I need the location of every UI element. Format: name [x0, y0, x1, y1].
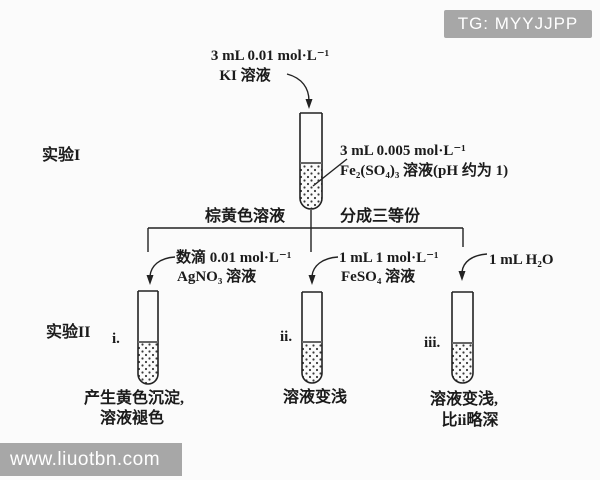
arrow-h2o-to-tube-iii-icon	[458, 253, 488, 281]
test-tube-main	[299, 112, 323, 210]
branch-ii-reagent-amount: 1 mL 1 mol·L⁻¹	[339, 250, 439, 266]
result-i-line2: 溶液褪色	[99, 410, 165, 427]
experiment1-label: 实验I	[42, 147, 81, 164]
intermediate-result-label: 棕黄色溶液	[204, 208, 286, 225]
reagent-ki-amount: 3 mL 0.01 mol·L⁻¹	[210, 48, 330, 64]
watermark-top-right: TG: MYYJJPP	[444, 10, 592, 38]
arrow-feso4-to-tube-ii-icon	[308, 256, 339, 285]
arrow-agno3-to-tube-i-icon	[146, 256, 176, 285]
experiment2-label: 实验II	[46, 324, 91, 341]
branch-ii-reagent-name: FeSO₄ 溶液	[341, 269, 416, 285]
tube-i-label: i.	[112, 331, 120, 347]
result-i-line1: 产生黄色沉淀,	[83, 390, 185, 407]
result-iii-line2: 比ii略深	[441, 412, 499, 429]
branch-i-reagent-name: AgNO₃ 溶液	[177, 269, 257, 285]
result-ii-line1: 溶液变浅	[282, 389, 348, 406]
tube-ii-label: ii.	[280, 329, 293, 345]
split-note-label: 分成三等份	[339, 208, 421, 225]
branch-i-reagent-amount: 数滴 0.01 mol·L⁻¹	[176, 250, 292, 266]
test-tube-ii	[301, 291, 323, 384]
tube-iii-label: iii.	[424, 335, 441, 351]
reagent-ki-name: KI 溶液	[219, 68, 271, 84]
reagent-fe2so43-amount: 3 mL 0.005 mol·L⁻¹	[340, 143, 466, 159]
test-tube-iii	[451, 291, 474, 384]
watermark-bottom-left: www.liuotbn.com	[0, 443, 182, 476]
arrow-ki-to-tube-icon	[286, 73, 313, 109]
branch-iii-reagent: 1 mL H₂O	[489, 252, 554, 268]
test-tube-i	[137, 290, 159, 385]
result-iii-line1: 溶液变浅,	[429, 391, 499, 408]
reagent-fe2so43-name: Fe₂(SO₄)₃ 溶液(pH 约为 1)	[340, 163, 509, 179]
